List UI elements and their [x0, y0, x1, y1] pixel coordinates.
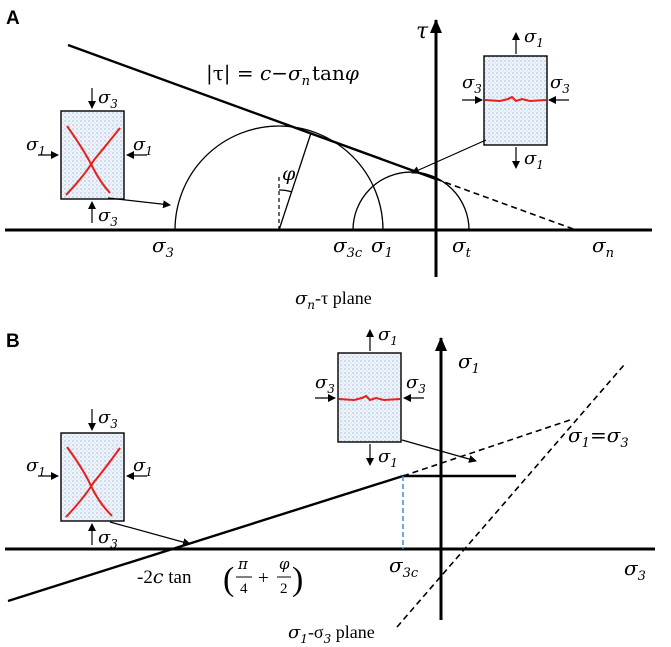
intercept-prefix: -2c tan	[137, 566, 192, 588]
shear-crack	[65, 447, 121, 518]
specimen-body	[337, 352, 402, 443]
panel-b-letter: B	[6, 331, 20, 352]
pointer-to-tangent	[411, 139, 487, 174]
stress-label-left: σ1	[26, 455, 46, 479]
sigma1-label: σ1	[371, 233, 393, 261]
sigma3-axis-label: σ3	[624, 556, 646, 584]
stress-label-right: σ1	[133, 134, 153, 158]
stress-label-left: σ1	[26, 134, 46, 158]
mohr-circle-compression	[174, 125, 384, 231]
angle-phi-label: φ	[282, 163, 296, 185]
stress-label-right: σ1	[133, 455, 153, 479]
panel-a-caption: σn-τ plane	[295, 288, 372, 312]
intercept-phi: φ	[279, 555, 290, 573]
mohr-circle-tension	[352, 171, 470, 231]
panel-b: B σ1 σ3 σ1=σ3 σ3c -2c tan ( π 4 + φ 2 )	[5, 324, 655, 646]
failure-envelope-b	[7, 474, 404, 603]
pointer-to-sigma3	[107, 197, 171, 209]
shear-crack	[66, 125, 111, 194]
stress-label-bottom: σ1	[378, 446, 398, 470]
sigma3c-label-b: σ3c	[389, 553, 419, 581]
specimen-tensile-a: σ1 σ1 σ3 σ3	[411, 26, 570, 174]
pointer-to-intercept	[109, 521, 191, 547]
stress-label-bottom: σ1	[524, 148, 544, 172]
equality-line	[396, 364, 625, 628]
intercept-paren-close: )	[292, 561, 303, 598]
intercept-four: 4	[240, 581, 248, 597]
stress-label-top: σ3	[98, 87, 118, 111]
stress-label-left: σ3	[315, 372, 335, 396]
stress-label-bottom: σ3	[98, 205, 118, 229]
circle-radius	[278, 132, 312, 231]
intercept-two: 2	[280, 581, 288, 597]
sigma1-axis-label: σ1	[458, 349, 480, 377]
angle-arc	[278, 189, 293, 193]
envelope-extension	[435, 178, 577, 231]
stress-label-left: σ3	[462, 72, 482, 96]
shear-crack	[66, 446, 113, 517]
stress-label-top: σ1	[524, 26, 544, 50]
tensile-crack	[338, 394, 401, 402]
equality-label: σ1=σ3	[568, 423, 629, 451]
pointer-to-cutoff	[401, 439, 477, 463]
sigma3c-label: σ3c	[333, 233, 363, 261]
stress-label-right: σ3	[406, 372, 426, 396]
stress-label-right: σ3	[550, 72, 570, 96]
sigma-t-label: σt	[452, 233, 472, 261]
tau-axis-label: τ	[416, 19, 429, 44]
intercept-formula: -2c tan ( π 4 + φ 2 )	[137, 555, 303, 598]
specimen-shear-b: σ3 σ3 σ1 σ1	[26, 407, 191, 551]
stress-label-bottom: σ3	[98, 527, 118, 551]
intercept-paren-open: (	[223, 561, 234, 598]
stress-label-top: σ1	[378, 324, 398, 348]
specimen-body	[60, 110, 125, 200]
sigma3-label: σ3	[152, 233, 174, 261]
panel-b-caption: σ1-σ3 plane	[288, 622, 375, 646]
specimen-body	[60, 432, 125, 522]
tensile-crack	[484, 95, 547, 103]
sigma-n-axis-label: σn	[592, 233, 614, 261]
shear-crack	[65, 127, 121, 196]
specimen-shear-a: σ3 σ3 σ1 σ1	[26, 87, 171, 229]
intercept-pi: π	[237, 555, 249, 573]
stress-label-top: σ3	[98, 407, 118, 431]
specimen-tensile-b: σ1 σ1 σ3 σ3	[315, 324, 477, 470]
intercept-plus: +	[258, 568, 269, 589]
panel-a-letter: A	[6, 8, 20, 29]
failure-envelope	[67, 43, 437, 181]
